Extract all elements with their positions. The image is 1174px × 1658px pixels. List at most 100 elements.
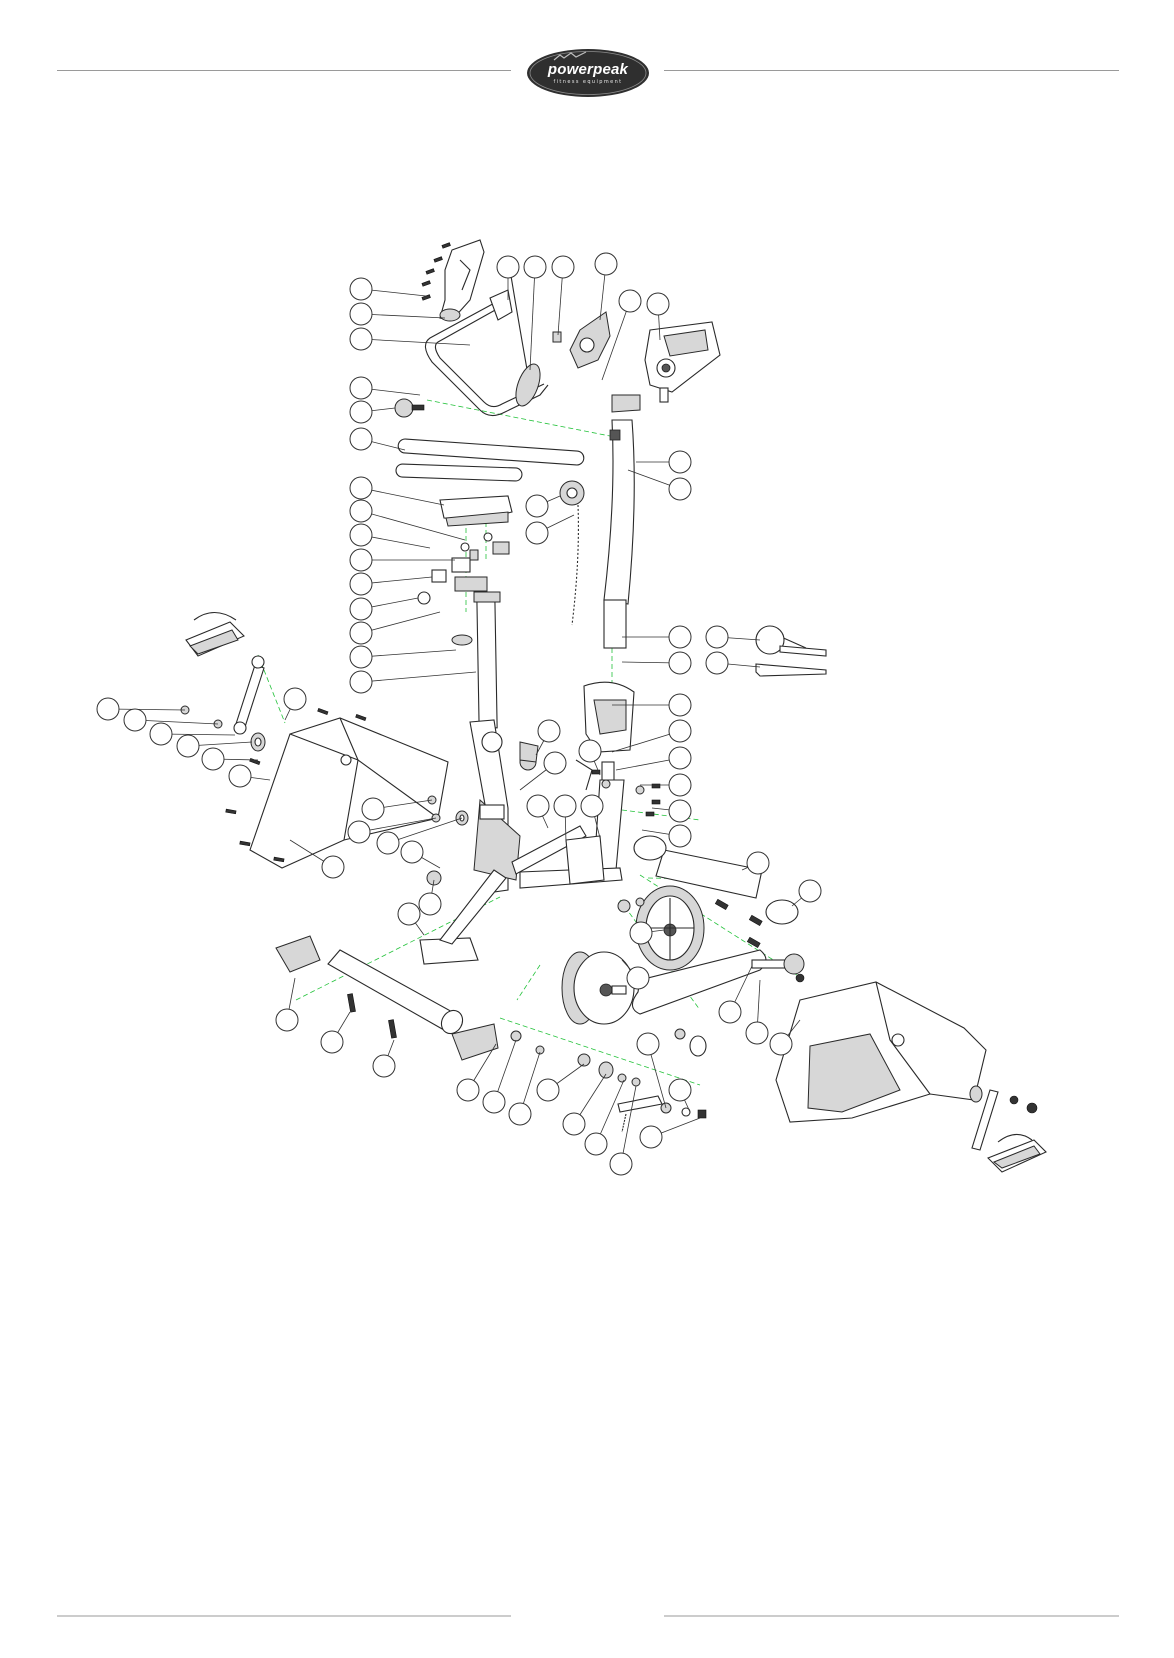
console-part bbox=[645, 322, 720, 402]
callout-bubble bbox=[619, 290, 641, 312]
right-side-cover-part bbox=[776, 982, 986, 1122]
callout-bubble bbox=[585, 1133, 607, 1155]
callout-bubble bbox=[669, 825, 691, 847]
callout-bubble bbox=[350, 598, 372, 620]
callout-bubble bbox=[669, 478, 691, 500]
bearing-set-left bbox=[427, 811, 468, 885]
callout-bubble bbox=[524, 256, 546, 278]
callout-bubble bbox=[202, 748, 224, 770]
callout-bubble bbox=[457, 1079, 479, 1101]
callout-bubble bbox=[669, 800, 691, 822]
left-pedal-part bbox=[186, 613, 244, 657]
right-pedal-part bbox=[988, 1134, 1046, 1172]
callout-bubble bbox=[348, 821, 370, 843]
callout-leader-line bbox=[361, 314, 445, 318]
callout-bubble bbox=[350, 646, 372, 668]
callout-bubble bbox=[581, 795, 603, 817]
callout-bubble bbox=[595, 253, 617, 275]
callout-bubble bbox=[719, 1001, 741, 1023]
callout-bubble bbox=[350, 549, 372, 571]
callout-bubble bbox=[669, 451, 691, 473]
handlebar-cover-part bbox=[440, 240, 484, 321]
callout-bubble bbox=[497, 256, 519, 278]
callout-bubble bbox=[284, 688, 306, 710]
callout-leader-line bbox=[361, 672, 476, 682]
callout-bubble bbox=[401, 841, 423, 863]
front-upright-part bbox=[604, 395, 640, 648]
callout-bubble bbox=[647, 293, 669, 315]
callout-bubble bbox=[350, 477, 372, 499]
callout-bubble bbox=[276, 1009, 298, 1031]
seat-part bbox=[440, 496, 512, 526]
callout-bubble bbox=[669, 1079, 691, 1101]
callout-leader-line bbox=[361, 650, 456, 657]
callout-bubble bbox=[350, 303, 372, 325]
callout-bubble bbox=[419, 893, 441, 915]
callout-bubble bbox=[630, 922, 652, 944]
callout-bubble bbox=[669, 774, 691, 796]
callout-bubble bbox=[350, 278, 372, 300]
callout-leader-line bbox=[361, 612, 440, 633]
callout-bubble bbox=[669, 652, 691, 674]
callout-bubble bbox=[350, 428, 372, 450]
callout-bubble bbox=[350, 500, 372, 522]
tension-control-part bbox=[560, 481, 584, 625]
callout-bubble bbox=[321, 1031, 343, 1053]
callout-bubble bbox=[150, 723, 172, 745]
callout-bubble bbox=[362, 798, 384, 820]
callout-bubble bbox=[537, 1079, 559, 1101]
callout-bubble bbox=[483, 1091, 505, 1113]
callout-bubble bbox=[554, 795, 576, 817]
callout-leader-line bbox=[361, 339, 470, 345]
callout-bubble bbox=[229, 765, 251, 787]
callout-bubble bbox=[610, 1153, 632, 1175]
callout-bubble bbox=[552, 256, 574, 278]
callout-bubble bbox=[177, 735, 199, 757]
callout-bubble bbox=[669, 720, 691, 742]
callout-bubble bbox=[350, 622, 372, 644]
callout-bubble bbox=[799, 880, 821, 902]
callout-bubble bbox=[669, 747, 691, 769]
callout-bubble bbox=[706, 652, 728, 674]
callout-leader-line bbox=[361, 488, 444, 505]
callout-bubble bbox=[350, 524, 372, 546]
callout-bubble bbox=[669, 626, 691, 648]
callout-bubble bbox=[669, 694, 691, 716]
callout-bubble bbox=[322, 856, 344, 878]
tools-part bbox=[756, 626, 826, 676]
callout-bubble bbox=[124, 709, 146, 731]
carriage-bolts bbox=[347, 994, 396, 1039]
callout-bubble bbox=[770, 1033, 792, 1055]
callout-bubble bbox=[579, 740, 601, 762]
pulse-sensor-part bbox=[510, 270, 561, 409]
callout-bubble bbox=[350, 377, 372, 399]
callout-bubble bbox=[637, 1033, 659, 1055]
callout-bubble bbox=[538, 720, 560, 742]
adjustment-knob-part bbox=[395, 399, 424, 417]
callout-bubble bbox=[97, 698, 119, 720]
callout-bubble bbox=[527, 795, 549, 817]
callout-bubble bbox=[509, 1103, 531, 1125]
callout-bubble bbox=[640, 1126, 662, 1148]
callout-leader-line bbox=[621, 1086, 636, 1164]
callout-bubble bbox=[350, 573, 372, 595]
seat-rail-fittings bbox=[461, 533, 509, 560]
callout-leader-line bbox=[108, 709, 185, 710]
callout-bubble bbox=[350, 671, 372, 693]
front-shroud-part bbox=[584, 682, 634, 782]
callout-bubble bbox=[398, 903, 420, 925]
callout-bubble bbox=[627, 967, 649, 989]
callout-leader-line bbox=[530, 267, 535, 370]
callout-leader-line bbox=[135, 720, 218, 724]
callout-bubble bbox=[544, 752, 566, 774]
callout-bubble bbox=[350, 401, 372, 423]
callout-bubble bbox=[706, 626, 728, 648]
callout-bubble bbox=[526, 495, 548, 517]
callout-bubble bbox=[747, 852, 769, 874]
callout-bubble bbox=[746, 1022, 768, 1044]
seat-post-part bbox=[452, 592, 500, 728]
right-crank-part bbox=[970, 1086, 1037, 1150]
callout-bubble bbox=[563, 1113, 585, 1135]
callout-bubble bbox=[526, 522, 548, 544]
